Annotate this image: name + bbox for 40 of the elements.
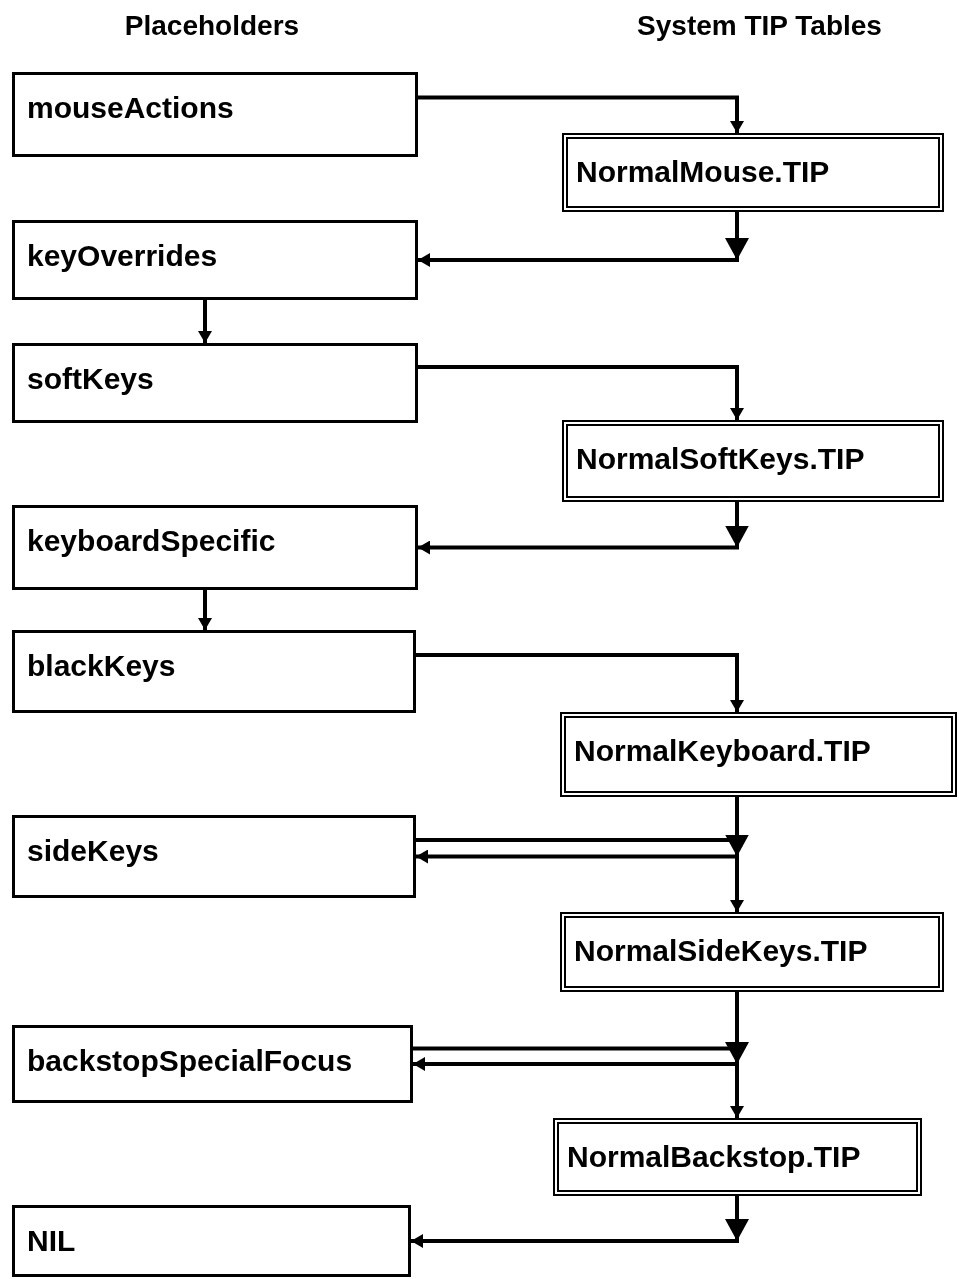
placeholder-box — [12, 220, 418, 300]
placeholder-box — [12, 505, 418, 590]
arrow — [418, 365, 744, 420]
arrow — [416, 652, 744, 712]
placeholder-box — [12, 630, 416, 713]
node-label: blackKeys — [27, 648, 177, 684]
placeholder-box — [12, 815, 416, 898]
table-box — [562, 420, 944, 502]
node-label: NormalBackstop.TIP — [567, 1139, 862, 1175]
placeholder-box — [12, 343, 418, 423]
node-label: sideKeys — [27, 833, 160, 869]
column-heading: System TIP Tables — [636, 9, 883, 43]
table-box — [560, 712, 957, 797]
node-label: keyboardSpecific — [27, 523, 277, 559]
table-box — [560, 912, 944, 992]
arrow — [198, 590, 212, 630]
arrow — [198, 300, 212, 343]
placeholder-box — [12, 1205, 411, 1277]
arrow — [416, 837, 744, 912]
node-label: mouseActions — [27, 90, 235, 126]
arrow — [418, 95, 744, 133]
arrow — [418, 502, 749, 555]
node-label: NormalMouse.TIP — [576, 154, 831, 190]
arrow — [411, 1196, 749, 1248]
node-label: softKeys — [27, 361, 155, 397]
node-label: NIL — [27, 1223, 77, 1259]
node-label: backstopSpecialFocus — [27, 1043, 354, 1079]
node-label: NormalSideKeys.TIP — [574, 933, 869, 969]
column-heading: Placeholders — [123, 9, 301, 43]
node-label: NormalKeyboard.TIP — [574, 733, 872, 769]
placeholder-box — [12, 72, 418, 157]
arrow — [416, 797, 749, 864]
arrow — [418, 212, 749, 267]
node-label: keyOverrides — [27, 238, 219, 274]
arrow — [413, 1046, 744, 1118]
placeholder-box — [12, 1025, 413, 1103]
node-label: NormalSoftKeys.TIP — [576, 441, 866, 477]
arrow — [413, 992, 749, 1071]
table-box — [553, 1118, 922, 1196]
table-box — [562, 133, 944, 212]
